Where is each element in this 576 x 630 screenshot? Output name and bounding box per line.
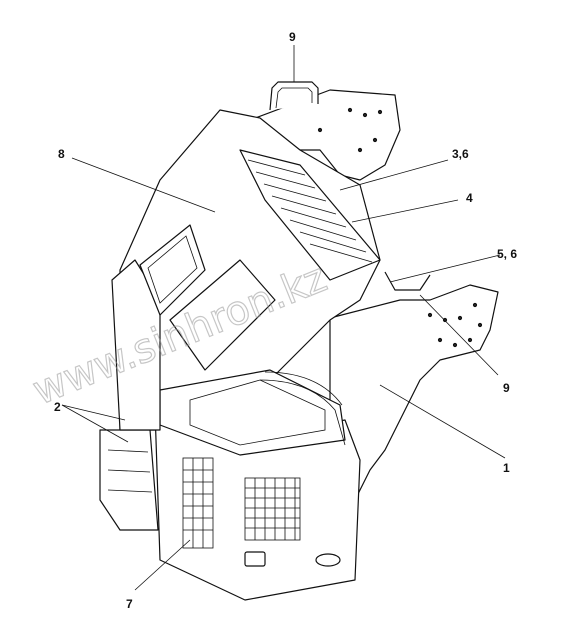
callout-7: 7 [126, 597, 133, 611]
upper-panel [249, 89, 401, 181]
side-mesh-guard [244, 477, 301, 541]
left-column [111, 259, 161, 431]
callout-3-6: 3,6 [452, 147, 469, 161]
rear-lamp [315, 553, 341, 567]
callout-4: 4 [466, 191, 473, 205]
grille-slats [247, 159, 373, 263]
handle-top [269, 81, 319, 111]
callout-1: 1 [503, 461, 510, 475]
radiator-grille [239, 149, 381, 281]
callout-5-6: 5, 6 [497, 247, 517, 261]
handle-right [384, 271, 431, 291]
side-panel-right [329, 284, 499, 501]
leader-lines [61, 45, 506, 591]
front-mesh-guard [182, 457, 214, 549]
callout-2: 2 [54, 400, 61, 414]
left-step-block [99, 429, 159, 531]
callout-9-right: 9 [503, 381, 510, 395]
callout-8: 8 [58, 147, 65, 161]
center-panel [169, 259, 276, 371]
callout-9-top: 9 [289, 30, 296, 44]
callouts: 9 8 3,6 4 5, 6 9 2 1 7 [54, 30, 517, 611]
access-hatch [244, 551, 266, 567]
mounting-holes [317, 107, 483, 348]
machine-body [99, 89, 499, 601]
